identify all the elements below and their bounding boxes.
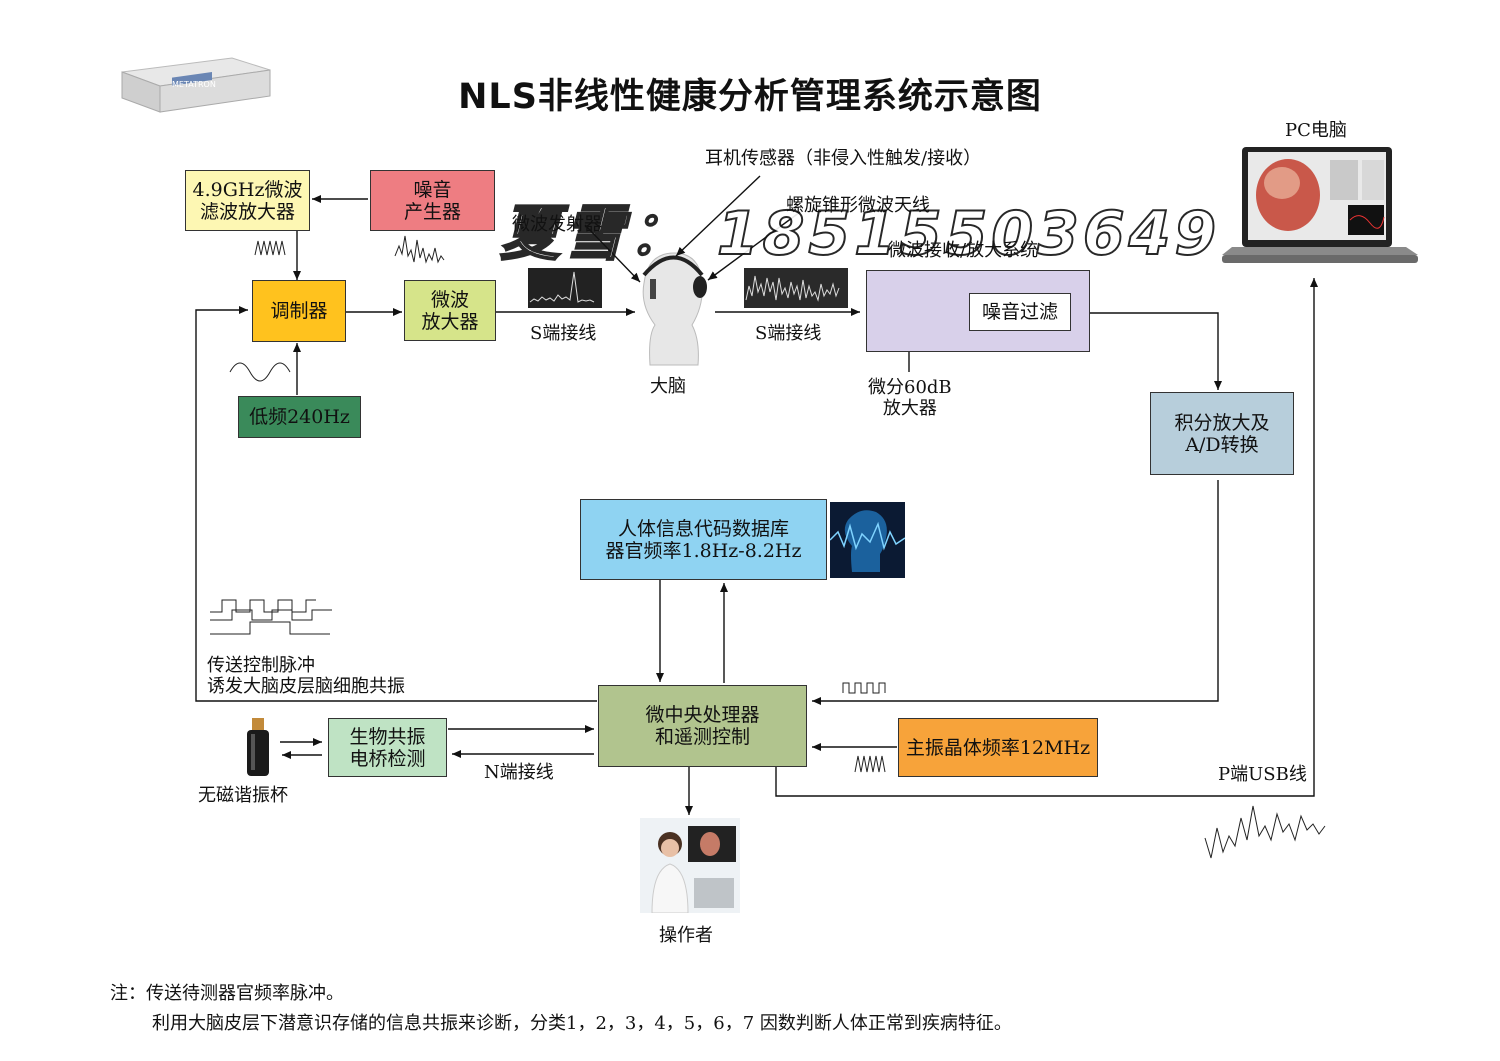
resonance-cup-image (243, 718, 273, 778)
helix-antenna-label: 螺旋锥形微波天线 (786, 195, 930, 216)
differential-amplifier-label: 微分60dB 放大器 (868, 377, 952, 419)
laptop-image (1220, 145, 1420, 270)
filter-amplifier-block: 4.9GHz微波 滤波放大器 (185, 170, 310, 231)
device-image: METATRON (112, 50, 272, 130)
s-line-right-label: S端接线 (755, 323, 822, 344)
brain-label: 大脑 (650, 376, 686, 397)
noise-generator-block: 噪音 产生器 (370, 170, 495, 231)
low-frequency-block: 低频240Hz (238, 396, 361, 438)
integrator-ad-block: 积分放大及 A/D转换 (1150, 392, 1294, 475)
watermark: 夏雪： 18515503649 (499, 198, 1221, 270)
n-line-label: N端接线 (484, 762, 554, 783)
s-line-left-label: S端接线 (530, 323, 597, 344)
pulse-label: 传送控制脉冲 诱发大脑皮层脑细胞共振 (207, 655, 405, 697)
noise-filter-block: 噪音过滤 (969, 293, 1071, 331)
crystal-oscillator-block: 主振晶体频率12MHz (898, 718, 1098, 777)
p-usb-label: P端USB线 (1218, 764, 1307, 785)
brain-scan-image (829, 502, 906, 578)
diagram-title: NLS非线性健康分析管理系统示意图 (458, 77, 1042, 117)
microwave-receiver-label: 微波接收/放大系统 (888, 240, 1039, 261)
cpu-block: 微中央处理器 和遥测控制 (598, 685, 807, 767)
database-block: 人体信息代码数据库 器官频率1.8Hz-8.2Hz (580, 499, 827, 580)
pc-label: PC电脑 (1285, 120, 1347, 141)
bio-resonance-bridge-block: 生物共振 电桥检测 (328, 718, 447, 777)
operator-label: 操作者 (659, 925, 713, 946)
waveforms (210, 235, 1326, 859)
device-logo: METATRON (172, 80, 216, 89)
note-line-1: 注：传送待测器官频率脉冲。 (110, 983, 344, 1004)
head-image (630, 245, 715, 370)
headphone-sensor-label: 耳机传感器（非侵入性触发/接收） (705, 148, 982, 169)
spectrum-images (528, 268, 848, 308)
microwave-amplifier-block: 微波 放大器 (404, 280, 496, 341)
resonance-cup-label: 无磁谐振杯 (198, 785, 288, 806)
note-line-2: 利用大脑皮层下潜意识存储的信息共振来诊断，分类1，2，3，4，5，6，7 因数判… (152, 1013, 1012, 1034)
modulator-block: 调制器 (252, 280, 346, 342)
operator-image (640, 818, 740, 914)
microwave-transmitter-label: 微波发射器 (512, 214, 602, 235)
